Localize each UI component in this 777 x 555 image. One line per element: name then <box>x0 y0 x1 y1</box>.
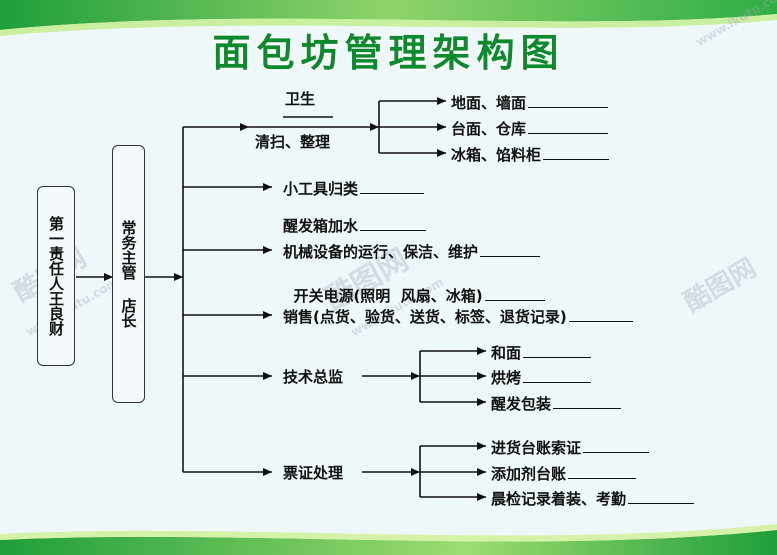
fill-blank <box>543 145 610 160</box>
top-banner-highlight <box>0 14 777 36</box>
tech-item-text: 醒发包装 <box>491 395 552 413</box>
tickets-item-text: 进货台账索证 <box>491 439 582 457</box>
equipment-item-1: 醒发箱加水 <box>283 216 427 235</box>
fill-blank <box>528 93 609 108</box>
hygiene-item-2: 台面、仓库 <box>451 119 609 138</box>
equipment-item-3: 开关电源(照明 风扇、冰箱) <box>283 268 545 305</box>
fill-blank <box>360 216 427 231</box>
connector-lines <box>76 97 486 501</box>
equipment-text: 开关电源(照明 风扇、冰箱) <box>293 287 483 305</box>
fill-blank <box>628 489 695 504</box>
hygiene-item-text: 地面、墙面 <box>451 94 527 112</box>
bottom-banner-highlight <box>0 524 777 542</box>
page-title: 面包坊管理架构图 <box>212 31 565 75</box>
tickets-item-2: 添加剂台账 <box>491 464 637 483</box>
equipment-text: 机械设备的运行、保洁、维护 <box>283 243 479 261</box>
fill-blank <box>360 179 425 194</box>
fill-blank <box>480 242 541 257</box>
hygiene-item-1: 地面、墙面 <box>451 93 609 112</box>
fill-blank <box>568 464 637 479</box>
tickets-label: 票证处理 <box>283 464 344 482</box>
fill-blank <box>523 343 592 358</box>
fill-blank <box>568 307 633 322</box>
manager-label: 常务主管 店长 <box>119 220 138 328</box>
equipment-text: 醒发箱加水 <box>283 217 359 235</box>
top-banner <box>0 0 777 30</box>
responsible-person-label: 第一责任人王良财 <box>47 216 65 336</box>
tickets-item-text: 添加剂台账 <box>491 465 567 483</box>
tech-item-2: 烘烤 <box>491 368 592 387</box>
sales-item: 销售(点货、验货、送货、标签、退货记录) <box>283 307 633 326</box>
tech-item-1: 和面 <box>491 343 592 362</box>
tech-label: 技术总监 <box>283 368 344 386</box>
tech-item-3: 醒发包装 <box>491 394 622 413</box>
sales-text: 销售(点货、验货、送货、标签、退货记录) <box>283 308 567 326</box>
hygiene-item-3: 冰箱、馅料柜 <box>451 145 610 164</box>
fill-blank <box>528 119 609 134</box>
hygiene-item-text: 冰箱、馅料柜 <box>451 146 542 164</box>
tickets-item-3: 晨检记录着装、考勤 <box>491 489 695 508</box>
responsible-person-box: 第一责任人王良财 <box>37 186 75 366</box>
tech-item-text: 和面 <box>491 344 522 362</box>
hygiene-item-text: 台面、仓库 <box>451 120 527 138</box>
tickets-item-text: 晨检记录着装、考勤 <box>491 490 627 508</box>
hygiene-label-bottom: 清扫、整理 <box>255 133 331 151</box>
tools-item: 小工具归类 <box>283 179 425 198</box>
tech-item-text: 烘烤 <box>491 369 522 387</box>
fill-blank <box>523 368 592 383</box>
manager-box: 常务主管 店长 <box>112 145 145 403</box>
fill-blank <box>484 286 545 301</box>
tools-text: 小工具归类 <box>283 180 359 198</box>
fill-blank <box>553 394 622 409</box>
bottom-banner <box>0 530 777 555</box>
tickets-item-1: 进货台账索证 <box>491 438 650 457</box>
hygiene-label-top: 卫生 <box>285 90 316 108</box>
equipment-item-2: 机械设备的运行、保洁、维护 <box>283 242 541 261</box>
fill-blank <box>583 438 650 453</box>
